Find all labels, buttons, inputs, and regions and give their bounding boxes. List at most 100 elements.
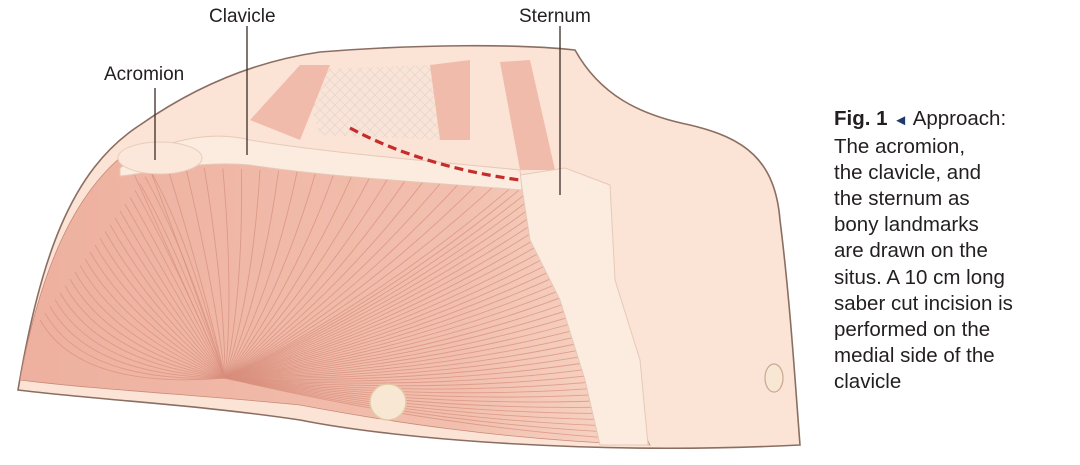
deltoid-fiber <box>144 176 226 379</box>
muscle-fiber <box>224 352 601 380</box>
muscle-fiber <box>224 169 261 379</box>
muscle-fiber <box>224 279 567 379</box>
muscle-fiber <box>224 212 536 379</box>
muscle-fiber <box>224 377 634 428</box>
muscle-fiber <box>224 178 502 379</box>
acromion-label: Acromion <box>104 64 185 85</box>
caption-line: situs. A 10 cm long <box>834 265 1005 289</box>
muscle-fiber <box>224 172 335 379</box>
deltoid-fiber <box>114 217 226 379</box>
muscle-fiber <box>224 186 524 379</box>
muscle-fiber <box>224 176 447 379</box>
muscle-fiber <box>224 312 582 379</box>
muscle-fiber <box>224 176 428 379</box>
muscle-fiber <box>224 377 622 403</box>
deltoid-fiber <box>124 203 226 379</box>
muscle-fiber <box>224 326 588 379</box>
muscle-fiber <box>224 169 243 379</box>
deltoid-fiber <box>149 169 226 379</box>
deltoid-fiber <box>44 312 226 379</box>
caption-line: the sternum as <box>834 187 970 211</box>
muscle-fiber <box>224 372 610 387</box>
incision-line <box>349 126 521 182</box>
acromion-bone <box>117 141 203 175</box>
muscle-fiber <box>224 306 579 379</box>
deltoid-fiber <box>89 251 226 379</box>
caption-line: bony landmarks <box>834 213 979 237</box>
muscle-fiber <box>224 377 619 398</box>
deltoid-fiber <box>54 299 226 379</box>
deltoid-fiber <box>134 190 226 379</box>
muscle-fiber <box>224 219 539 379</box>
umbilicus-landmark <box>369 383 407 421</box>
muscle-fiber <box>224 174 372 379</box>
muscle-fiber <box>224 339 594 379</box>
muscle-fiber <box>185 167 226 379</box>
muscle-fiber <box>224 179 521 379</box>
deltoid-fiber <box>104 231 226 379</box>
caption-line: performed on the <box>834 317 991 341</box>
neck-muscle-right <box>500 60 555 170</box>
deltoid-fiber <box>139 183 226 379</box>
caption-line: saber cut incision is <box>834 291 1013 315</box>
caption-line: Approach: <box>912 107 1007 130</box>
deltoid-fiber <box>64 285 226 379</box>
deltoid-fiber <box>84 258 226 379</box>
muscle-fiber <box>224 286 570 379</box>
muscle-fiber <box>224 170 280 379</box>
muscle-fiber <box>224 259 558 379</box>
muscle-fiber <box>224 319 585 379</box>
nipple <box>764 363 784 393</box>
caption-line: are drawn on the <box>834 239 988 263</box>
muscle-fiber <box>222 168 230 379</box>
neck-muscle-left <box>250 65 330 140</box>
muscle-fiber <box>224 172 317 379</box>
muscle-fiber <box>224 272 564 379</box>
muscle-fiber <box>224 173 354 379</box>
caption-line: The acromion, <box>834 135 966 159</box>
muscle-fiber <box>224 177 465 379</box>
deltoid-fiber <box>49 306 226 379</box>
deltoid-fiber <box>74 272 226 379</box>
caption-line: the clavicle, and <box>834 161 982 185</box>
muscle-fiber <box>224 377 616 394</box>
deltoid-fiber <box>129 197 226 379</box>
clavicle-bone <box>119 135 523 191</box>
deltoid-fiber <box>39 319 226 381</box>
caption-arrow-icon: ◄ <box>893 112 909 129</box>
neck-mesh <box>300 65 440 140</box>
muscle-fiber <box>224 192 527 379</box>
deltoid-fiber <box>59 292 226 379</box>
muscle-fiber <box>224 299 576 379</box>
muscle-fiber <box>224 206 533 379</box>
muscle-fiber <box>224 292 573 379</box>
muscle-fibers <box>39 164 641 441</box>
muscle-fiber <box>224 346 598 379</box>
muscle-fiber <box>166 166 226 379</box>
muscle-fiber <box>224 252 555 379</box>
muscle-fiber <box>224 377 628 414</box>
muscle-fiber <box>224 178 484 379</box>
muscle-fiber <box>224 226 542 379</box>
muscle-fiber <box>224 377 641 441</box>
deltoid-fiber <box>99 237 226 379</box>
figure-number: Fig. 1 <box>834 107 888 130</box>
deltoid-fiber <box>69 278 226 379</box>
muscle-fiber <box>224 377 637 434</box>
muscle-fiber <box>224 174 391 379</box>
muscle-fiber <box>224 239 548 379</box>
deltoid-fiber <box>79 265 226 379</box>
figure-caption: Fig. 1 ◄ Approach: The acromion, the cla… <box>834 106 1074 395</box>
muscle-fiber <box>224 175 409 379</box>
clavicle-label: Clavicle <box>209 6 276 27</box>
muscle-fiber <box>224 366 607 384</box>
muscle-fiber <box>224 377 625 408</box>
deltoid-fiber <box>119 210 226 379</box>
muscle-fiber <box>224 232 545 379</box>
deltoid-fiber <box>94 244 226 379</box>
muscle-fiber <box>224 199 530 379</box>
muscle-fiber <box>203 167 226 379</box>
sternum-label: Sternum <box>519 6 591 27</box>
caption-line: clavicle <box>834 369 902 393</box>
